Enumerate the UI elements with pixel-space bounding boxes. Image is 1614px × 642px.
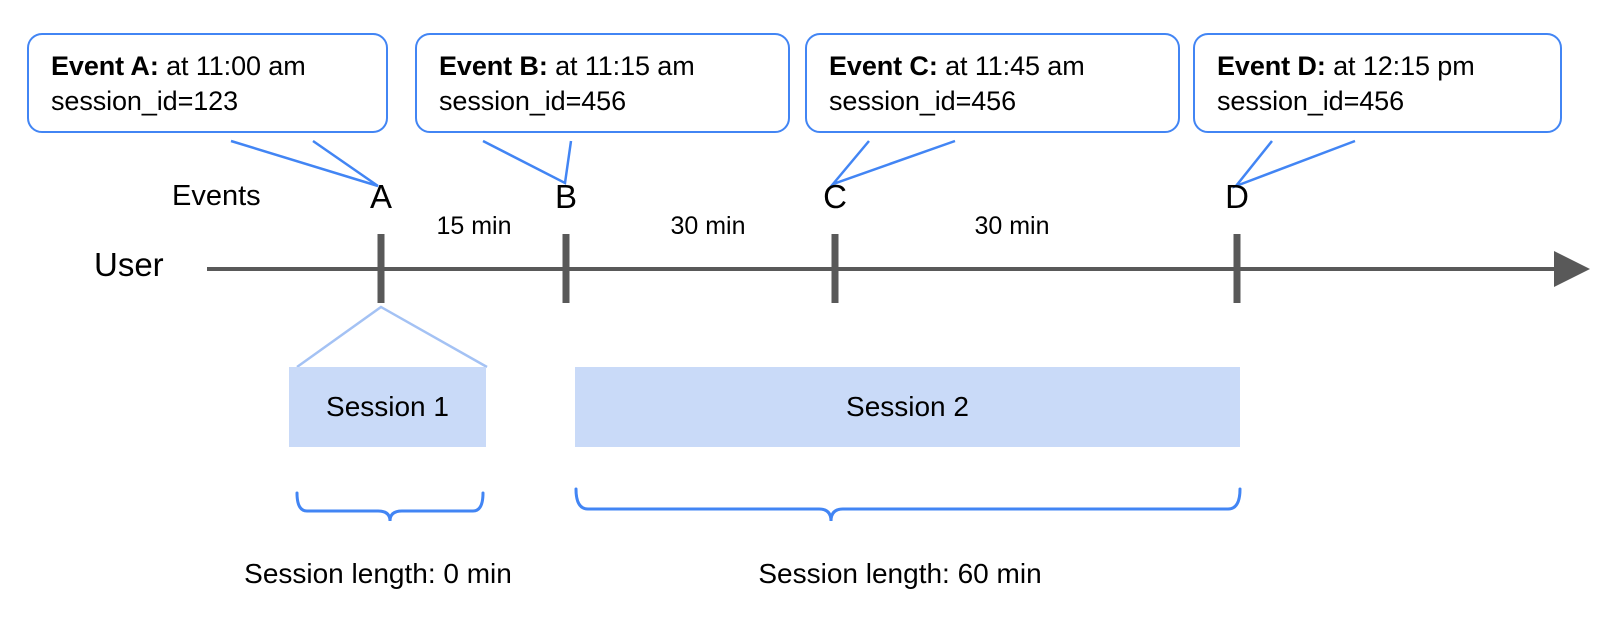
gap-label-b-c: 30 min	[670, 212, 746, 240]
callout-event-b-detail: at 11:15 am	[555, 51, 695, 81]
callout-event-c[interactable]: Event C: at 11:45 am session_id=456	[805, 33, 1180, 134]
callout-event-a-name: Event A:	[51, 51, 159, 81]
callout-tail-c	[829, 139, 956, 187]
session-1-brace	[295, 491, 485, 522]
callout-tail-b	[482, 139, 573, 185]
event-letter-a: A	[369, 178, 393, 215]
callout-event-c-detail: at 11:45 am	[945, 51, 1085, 81]
gap-label-a-b: 15 min	[436, 212, 512, 240]
callout-event-b-name: Event B:	[439, 51, 548, 81]
session-1-funnel	[296, 305, 488, 369]
callout-event-c-session: session_id=456	[829, 86, 1016, 117]
gap-label-c-d: 30 min	[974, 212, 1050, 240]
callout-event-a[interactable]: Event A: at 11:00 am session_id=123	[27, 33, 388, 134]
callout-event-b[interactable]: Event B: at 11:15 am session_id=456	[415, 33, 790, 134]
callout-event-b-session: session_id=456	[439, 86, 626, 117]
event-letter-b: B	[554, 178, 578, 215]
session-2-brace	[574, 487, 1242, 522]
session-2-length-label: Session length: 60 min	[758, 558, 1042, 589]
event-letter-c: C	[823, 178, 847, 215]
session-1-length-label: Session length: 0 min	[244, 558, 512, 589]
session-bar-1[interactable]: Session 1	[289, 367, 486, 447]
session-bar-2-label: Session 2	[846, 391, 969, 422]
callout-event-a-detail: at 11:00 am	[166, 51, 306, 81]
callout-event-d-session: session_id=456	[1217, 86, 1404, 117]
event-letter-d: D	[1225, 178, 1249, 215]
callout-event-d-name: Event D:	[1217, 51, 1326, 81]
callout-event-d-detail: at 12:15 pm	[1333, 51, 1475, 81]
callout-event-a-session: session_id=123	[51, 86, 238, 117]
events-row-label: Events	[172, 180, 261, 212]
callout-event-c-name: Event C:	[829, 51, 938, 81]
callout-tail-d	[1232, 139, 1356, 189]
session-bar-2[interactable]: Session 2	[575, 367, 1240, 447]
callout-event-d[interactable]: Event D: at 12:15 pm session_id=456	[1193, 33, 1562, 134]
user-row-label: User	[94, 246, 164, 283]
session-bar-1-label: Session 1	[326, 391, 449, 422]
